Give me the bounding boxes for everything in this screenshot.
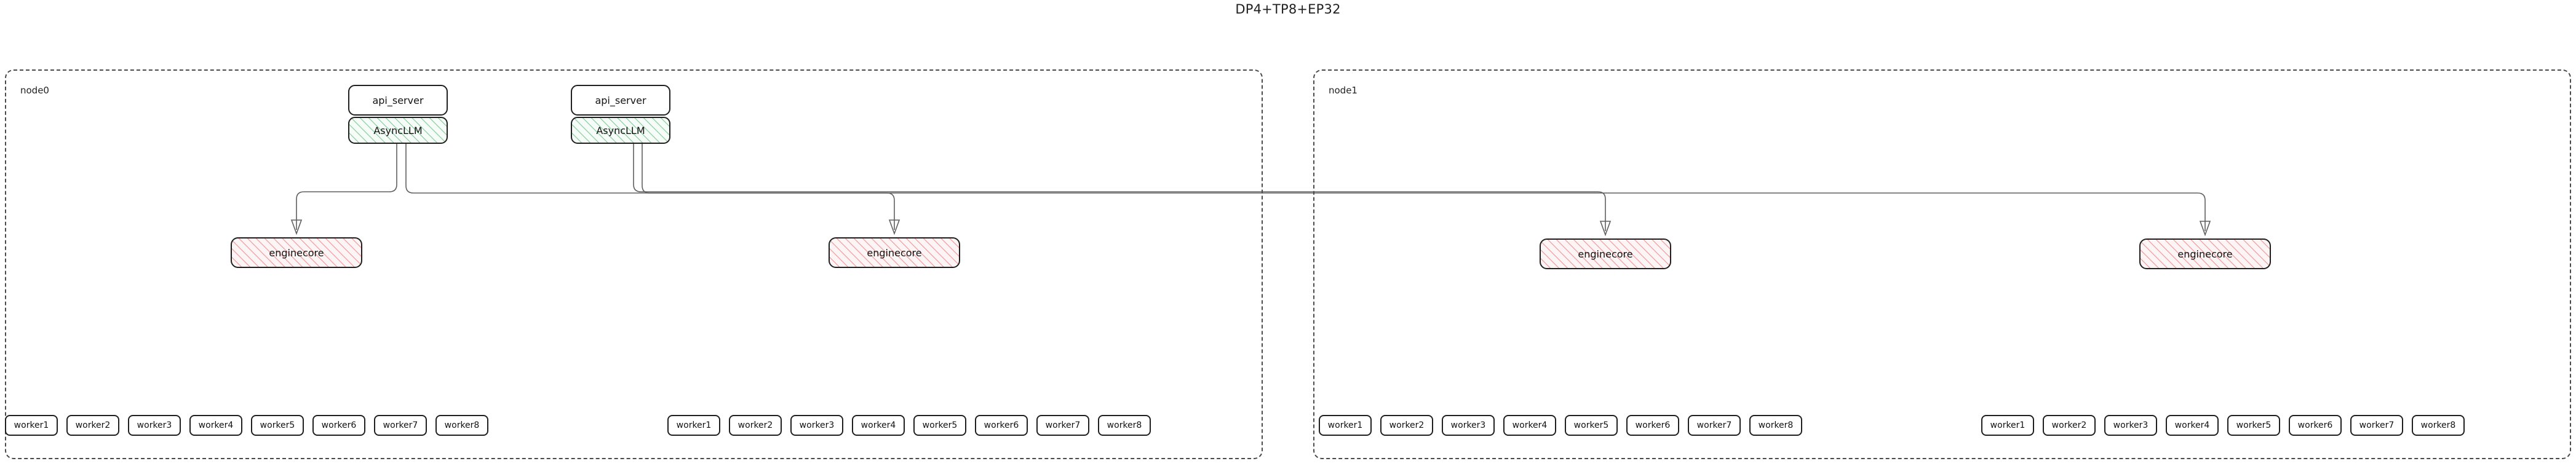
worker-box[interactable]: worker7	[2350, 415, 2403, 436]
node-label-node1: node1	[1327, 86, 1359, 95]
asyncllm-box[interactable]: AsyncLLM	[348, 117, 448, 144]
enginecore-box[interactable]: enginecore	[231, 237, 362, 268]
node-container-node1	[1313, 69, 2571, 459]
enginecore-box[interactable]: enginecore	[2139, 238, 2271, 269]
worker-box[interactable]: worker6	[1626, 415, 1679, 436]
worker-box[interactable]: worker5	[2227, 415, 2280, 436]
worker-box[interactable]: worker4	[2166, 415, 2219, 436]
worker-box[interactable]: worker6	[312, 415, 365, 436]
worker-box[interactable]: worker1	[1981, 415, 2034, 436]
worker-box[interactable]: worker7	[374, 415, 427, 436]
worker-box[interactable]: worker5	[1565, 415, 1618, 436]
worker-box[interactable]: worker3	[790, 415, 843, 436]
worker-box[interactable]: worker5	[913, 415, 966, 436]
node-container-node0	[5, 69, 1263, 459]
worker-box[interactable]: worker8	[435, 415, 488, 436]
worker-box[interactable]: worker3	[1442, 415, 1495, 436]
worker-box[interactable]: worker2	[729, 415, 782, 436]
worker-box[interactable]: worker2	[66, 415, 119, 436]
worker-box[interactable]: worker4	[852, 415, 905, 436]
enginecore-box[interactable]: enginecore	[829, 237, 960, 268]
worker-box[interactable]: worker7	[1036, 415, 1089, 436]
worker-box[interactable]: worker6	[975, 415, 1028, 436]
enginecore-box[interactable]: enginecore	[1540, 238, 1671, 269]
asyncllm-box[interactable]: AsyncLLM	[571, 117, 670, 144]
worker-box[interactable]: worker1	[667, 415, 720, 436]
diagram-title: DP4+TP8+EP32	[1235, 2, 1341, 17]
worker-box[interactable]: worker7	[1688, 415, 1741, 436]
worker-box[interactable]: worker1	[5, 415, 58, 436]
worker-box[interactable]: worker2	[1380, 415, 1433, 436]
api-server-box[interactable]: api_server	[348, 85, 448, 116]
worker-box[interactable]: worker8	[2412, 415, 2465, 436]
worker-box[interactable]: worker2	[2043, 415, 2096, 436]
worker-box[interactable]: worker3	[128, 415, 181, 436]
worker-box[interactable]: worker5	[251, 415, 304, 436]
worker-box[interactable]: worker1	[1319, 415, 1372, 436]
worker-box[interactable]: worker3	[2104, 415, 2157, 436]
node-label-node0: node0	[18, 86, 51, 95]
worker-box[interactable]: worker4	[1503, 415, 1556, 436]
api-server-box[interactable]: api_server	[571, 85, 670, 116]
worker-box[interactable]: worker8	[1749, 415, 1802, 436]
worker-box[interactable]: worker4	[189, 415, 242, 436]
worker-box[interactable]: worker8	[1098, 415, 1151, 436]
worker-box[interactable]: worker6	[2289, 415, 2342, 436]
